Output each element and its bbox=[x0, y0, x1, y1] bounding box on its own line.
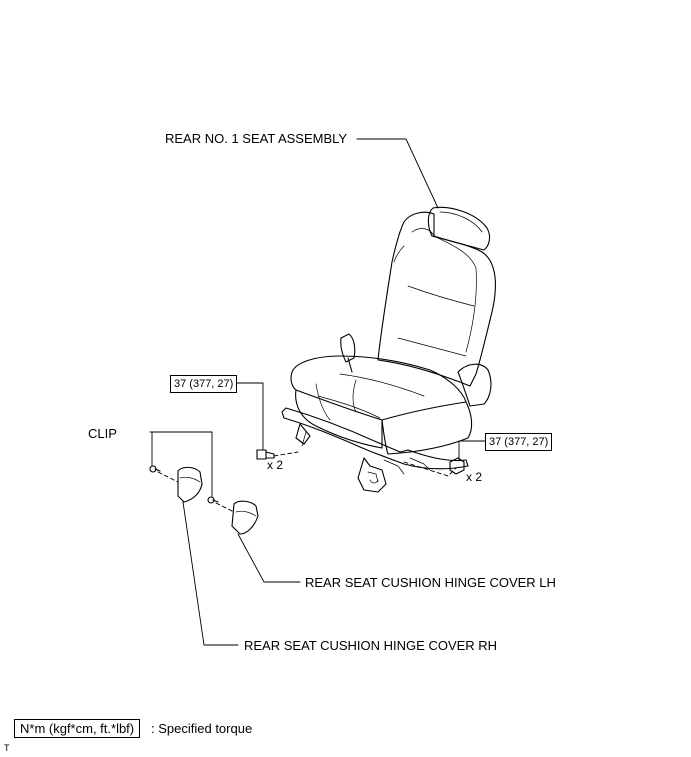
clip-left-icon bbox=[149, 465, 161, 473]
label-clip: CLIP bbox=[88, 426, 117, 441]
hinge-cover-rh bbox=[177, 466, 203, 503]
rear-seat-assembly-drawing bbox=[281, 206, 496, 493]
right-nut-icon bbox=[449, 457, 465, 475]
legend-unit-box: N*m (kgf*cm, ft.*lbf) bbox=[14, 719, 141, 738]
quantity-left: x 2 bbox=[267, 458, 284, 472]
headrest bbox=[427, 206, 491, 251]
torque-box-left: 37 (377, 27) bbox=[170, 375, 238, 393]
label-hinge-cover-lh: REAR SEAT CUSHION HINGE COVER LH bbox=[305, 575, 556, 590]
seat-bracket bbox=[357, 457, 387, 493]
torque-box-right: 37 (377, 27) bbox=[485, 433, 553, 451]
label-hinge-cover-rh: REAR SEAT CUSHION HINGE COVER RH bbox=[244, 638, 498, 653]
seat-rail bbox=[281, 407, 469, 470]
label-rear-seat-assembly: REAR NO. 1 SEAT ASSEMBLY bbox=[165, 131, 348, 146]
clip-right-icon bbox=[207, 496, 219, 504]
recliner-lever bbox=[340, 333, 356, 363]
quantity-right: x 2 bbox=[466, 470, 483, 484]
leader-lines bbox=[149, 138, 486, 646]
legend-description: : Specified torque bbox=[151, 721, 253, 736]
seat-cushion bbox=[290, 355, 467, 421]
seatback bbox=[377, 211, 496, 387]
footer-code: T bbox=[4, 743, 10, 753]
hinge-cover-lh bbox=[231, 500, 259, 535]
